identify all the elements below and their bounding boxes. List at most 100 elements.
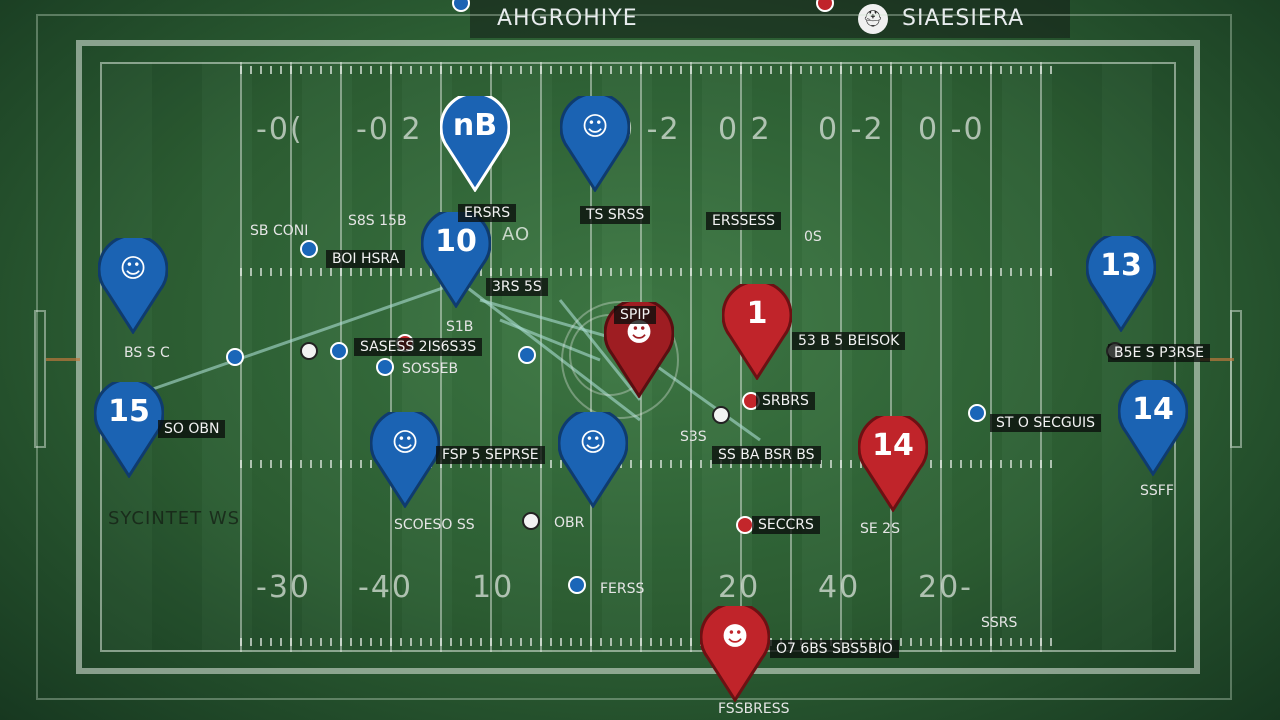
player-tag: ERSSESS — [706, 212, 781, 230]
map-pin-icon — [94, 382, 164, 478]
map-pin-icon — [604, 302, 674, 398]
player-tag: S8S 15B — [348, 213, 407, 229]
player-dot-icon[interactable] — [330, 342, 348, 360]
player-marker-red[interactable]: ☻ — [700, 606, 770, 702]
yard-number: 0 2 — [718, 112, 772, 147]
left-goal-post — [34, 310, 46, 448]
player-tag: SE 2S — [860, 521, 900, 537]
map-pin-icon — [370, 412, 440, 508]
player-tag: 0S — [804, 229, 822, 245]
player-tag: SRBRS — [756, 392, 815, 410]
marker-label: nB — [452, 108, 498, 143]
player-marker-red[interactable]: 1 — [722, 284, 792, 380]
hash-marks — [240, 66, 1060, 74]
map-pin-icon — [700, 606, 770, 702]
map-pin-icon — [421, 212, 491, 308]
left-goal-line — [46, 358, 80, 361]
player-tag: FSSBRESS — [718, 701, 790, 717]
map-pin-icon — [560, 96, 630, 192]
outer-boundary — [36, 14, 1232, 700]
player-tag: TS SRSS — [580, 206, 651, 224]
yard-line — [540, 62, 542, 652]
player-dot-icon[interactable] — [300, 240, 318, 258]
yard-line — [990, 62, 992, 652]
yard-line — [390, 62, 392, 652]
player-marker-blue[interactable]: ☺ — [370, 412, 440, 508]
blue-team-dot-icon — [452, 0, 470, 12]
yard-line — [940, 62, 942, 652]
map-pin-icon — [440, 96, 510, 192]
scoreboard-bar — [470, 0, 1070, 38]
player-tag: BS S C — [124, 345, 170, 361]
helmet-icon[interactable]: ⛑ — [858, 4, 888, 34]
player-marker-blue[interactable]: ☺ — [560, 96, 630, 192]
player-marker-blue[interactable]: ☺ — [558, 412, 628, 508]
player-tag: SCOESO SS — [394, 517, 475, 533]
yard-line — [290, 62, 292, 652]
yard-number: -0( — [256, 112, 304, 147]
map-pin-icon — [1118, 380, 1188, 476]
yard-line — [790, 62, 792, 652]
yard-number: 10 — [472, 570, 515, 605]
marker-label: 10 — [435, 224, 477, 259]
map-pin-icon — [722, 284, 792, 380]
player-face-icon: ☺ — [579, 428, 607, 458]
map-pin-icon — [858, 416, 928, 512]
player-dot-icon[interactable] — [300, 342, 318, 360]
marker-label: 14 — [1132, 392, 1174, 427]
right-goal-post — [1230, 310, 1242, 448]
player-tag: SECCRS — [752, 516, 820, 534]
player-dot-icon[interactable] — [522, 512, 540, 530]
player-dot-icon[interactable] — [568, 576, 586, 594]
yard-line — [890, 62, 892, 652]
player-tag: SASESS 2IS6S3S — [354, 338, 483, 356]
player-marker-red[interactable]: 14 — [858, 416, 928, 512]
map-pin-icon — [558, 412, 628, 508]
map-pin-icon — [1086, 236, 1156, 332]
player-face-icon: ☺ — [391, 428, 419, 458]
player-dot-icon[interactable] — [712, 406, 730, 424]
yard-number: 0 -0 — [918, 112, 985, 147]
player-tag: S3S — [680, 429, 707, 445]
player-dot-icon[interactable] — [518, 346, 536, 364]
player-face-icon: ☻ — [721, 622, 749, 652]
player-marker-blue[interactable]: 10 — [421, 212, 491, 308]
player-tag: SS BA BSR BS — [712, 446, 821, 464]
player-tag: SO OBN — [158, 420, 226, 438]
player-tag: B5E S P3RSE — [1108, 344, 1210, 362]
marker-label: 13 — [1100, 248, 1142, 283]
player-marker-blue[interactable]: 13 — [1086, 236, 1156, 332]
player-tag: SPIP — [614, 306, 656, 324]
hash-marks — [240, 460, 1060, 468]
player-tag: FSP 5 SEPRSE — [436, 446, 545, 464]
marker-label: 1 — [746, 296, 768, 331]
player-tag: O7 6BS SBS5BIO — [770, 640, 899, 658]
player-dot-icon[interactable] — [968, 404, 986, 422]
player-marker-blue[interactable]: 14 — [1118, 380, 1188, 476]
player-tag: 53 B 5 BEISOK — [792, 332, 906, 350]
player-tag: ST O SECGUIS — [990, 414, 1101, 432]
player-tag: SB CONI — [250, 223, 309, 239]
yard-number: -40 — [358, 570, 413, 605]
player-tag: BOI HSRA — [326, 250, 406, 268]
player-marker-blue[interactable]: 15 — [94, 382, 164, 478]
player-marker-blue[interactable]: ☺ — [98, 238, 168, 334]
player-dot-icon[interactable] — [226, 348, 244, 366]
player-dot-icon[interactable] — [376, 358, 394, 376]
yard-line — [690, 62, 692, 652]
player-tag: OBR — [554, 515, 585, 531]
field-caption-small: AO — [502, 224, 531, 245]
player-tag: SSFF — [1140, 483, 1174, 499]
yard-number: -0 2 — [356, 112, 423, 147]
red-team-dot-icon — [816, 0, 834, 12]
yard-number: 20- — [918, 570, 973, 605]
marker-label: 14 — [872, 428, 914, 463]
player-marker-blue[interactable]: nB — [440, 96, 510, 192]
yard-line — [1040, 62, 1042, 652]
home-team-title: AHGROHIYE — [497, 6, 638, 31]
hash-marks — [240, 638, 1060, 646]
right-goal-line — [1200, 358, 1234, 361]
field-caption: SYCINTET WS — [108, 508, 241, 529]
yard-number: 40 — [818, 570, 861, 605]
yard-number: 0 -2 — [818, 112, 885, 147]
